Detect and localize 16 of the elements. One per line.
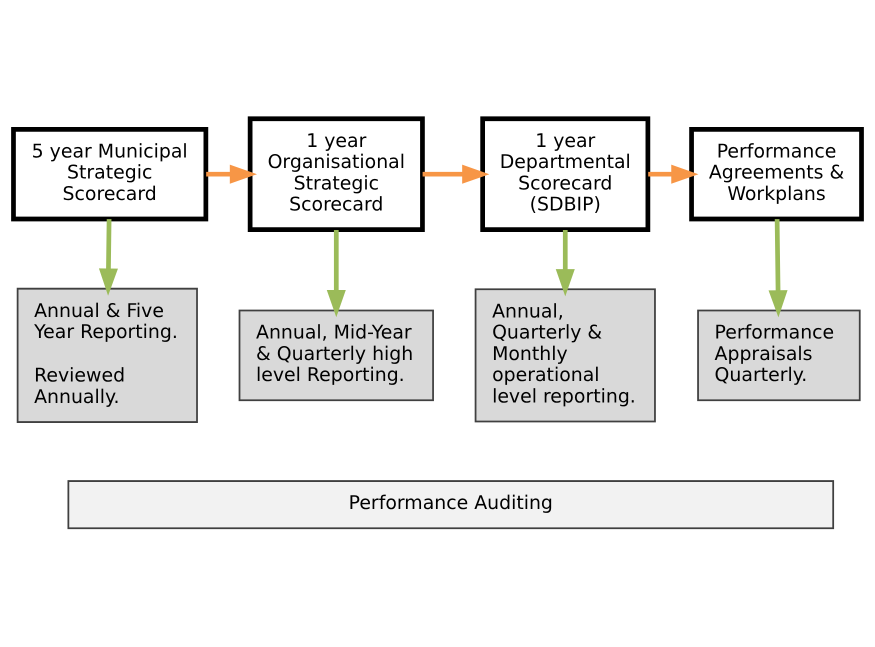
node-box: 1 year Organisational Strategic Scorecard [248, 116, 425, 232]
arrow [206, 164, 258, 184]
arrow [556, 230, 575, 296]
arrow [326, 230, 346, 318]
node-box: 1 year Departmental Scorecard (SDBIP) [480, 116, 650, 232]
arrow [768, 219, 788, 318]
node-box: 5 year Municipal Strategic Scorecard [11, 126, 208, 222]
arrow [422, 164, 490, 184]
node-box: Performance Agreements & Workplans [689, 126, 864, 222]
node-box: Annual, Quarterly & Monthly operational level reporting. [474, 288, 656, 422]
node-box: Performance Appraisals Quarterly. [697, 310, 861, 402]
node-box: Annual, Mid-Year & Quarterly high level Reporting. [238, 310, 434, 402]
node-box: Performance Auditing [67, 480, 834, 530]
arrow [98, 219, 118, 296]
arrow [648, 164, 698, 184]
node-box: Annual & Five Year Reporting. Reviewed Annually. [16, 288, 198, 423]
